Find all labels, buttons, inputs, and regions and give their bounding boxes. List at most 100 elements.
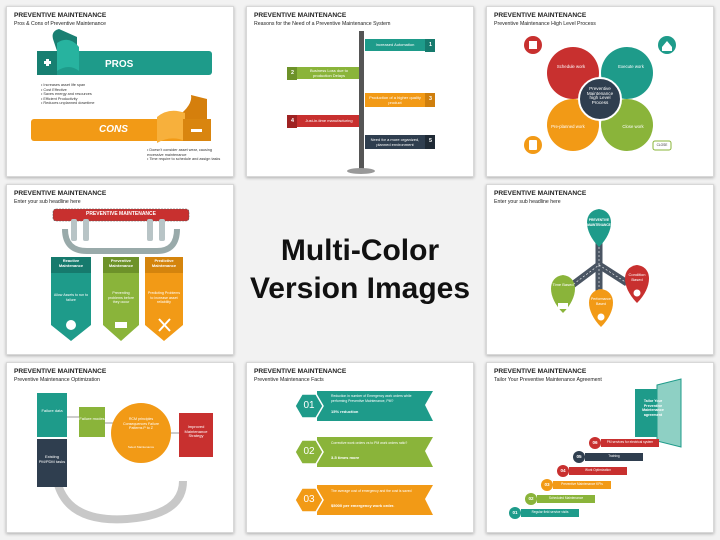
failure-modes: Failure modes bbox=[79, 416, 105, 421]
list-item: Doesn't consider asset wear, causing exc… bbox=[147, 148, 227, 157]
list-item: Saves energy and resources bbox=[41, 92, 94, 97]
fact-1-text: Reduction in number of Emergency work or… bbox=[331, 394, 412, 403]
slide-agreement[interactable]: PREVENTIVE MAINTENANCE Tailor Your Preve… bbox=[486, 362, 714, 533]
card-title-predictive: Predictive Maintenance bbox=[151, 258, 177, 268]
step-label: Training bbox=[608, 454, 620, 458]
slide-process[interactable]: PREVENTIVE MAINTENANCE Preventive Mainte… bbox=[486, 6, 714, 177]
stairs-graphic bbox=[509, 378, 682, 519]
close-badge: CLOSE bbox=[656, 143, 668, 147]
pin-time-based: Time Based bbox=[552, 282, 574, 287]
process-graphic bbox=[524, 36, 676, 154]
list-item: Reduces unplanned downtime bbox=[41, 101, 94, 106]
slide-subtitle: Enter your sub headline here bbox=[14, 199, 81, 205]
slide-subtitle: Pros & Cons of Preventive Maintenance bbox=[14, 21, 106, 27]
fact-3-text: The average cost of emergency and the co… bbox=[331, 489, 412, 493]
fact-2-value: 3-5 times more bbox=[331, 455, 360, 460]
step-number: 06 bbox=[592, 440, 598, 445]
cons-label: CONS bbox=[99, 124, 128, 135]
speed-icon bbox=[597, 313, 605, 321]
step-number: 1 bbox=[429, 42, 432, 48]
slide-optimization[interactable]: PREVENTIVE MAINTENANCE Preventive Mainte… bbox=[6, 362, 234, 533]
pin-condition-based: Condition Based bbox=[628, 272, 646, 282]
reason-2: Business Loss due to production Delays bbox=[309, 68, 349, 78]
process-center: Preventive Maintenance high Level Proces… bbox=[586, 86, 614, 105]
slide-title: PREVENTIVE MAINTENANCE bbox=[254, 12, 347, 19]
pin-top: PREVENTIVE MAINTENANCE bbox=[587, 218, 611, 227]
collage-caption: Multi-Color Version Images bbox=[230, 232, 490, 308]
step-number: 04 bbox=[560, 468, 566, 473]
select-maintenance: Select Maintenance bbox=[127, 445, 155, 449]
fact-number-3: 03 bbox=[303, 494, 315, 505]
step-number: 4 bbox=[291, 118, 294, 124]
slide-facts[interactable]: PREVENTIVE MAINTENANCE Preventive Mainte… bbox=[246, 362, 474, 533]
fact-number-1: 01 bbox=[303, 400, 315, 411]
slide-road[interactable]: PREVENTIVE MAINTENANCE Enter your sub he… bbox=[486, 184, 714, 355]
slide-title: PREVENTIVE MAINTENANCE bbox=[494, 12, 587, 19]
pin-performance-based: Performance Based bbox=[590, 297, 612, 306]
step-label: Scheduled Maintenance bbox=[548, 496, 584, 500]
clock-icon bbox=[558, 303, 568, 309]
slide-title: PREVENTIVE MAINTENANCE bbox=[494, 190, 587, 197]
facts-graphic bbox=[294, 391, 433, 515]
clipboard-icon bbox=[529, 140, 537, 150]
list-item: Cost Effective bbox=[41, 88, 94, 93]
step-number: 3 bbox=[429, 96, 432, 102]
pros-label: PROS bbox=[105, 59, 134, 70]
card-title-preventive: Preventive Maintenance bbox=[108, 258, 134, 268]
step-number: 02 bbox=[528, 496, 534, 501]
fact-2-text: Corrective work orders vs to PM work ord… bbox=[331, 441, 408, 445]
types-graphic bbox=[51, 208, 190, 341]
step-number: 5 bbox=[429, 138, 432, 144]
banner-text: PREVENTIVE MAINTENANCE bbox=[85, 211, 156, 217]
reason-5: Need for a more organized, planned envir… bbox=[370, 137, 420, 147]
reason-4: Just-in-time manufacturing bbox=[305, 118, 353, 123]
gear-icon bbox=[66, 320, 76, 330]
fact-1-value: 15% reduction bbox=[331, 409, 359, 414]
fact-number-2: 02 bbox=[303, 446, 315, 457]
step-number: 05 bbox=[576, 454, 582, 459]
slide-title: PREVENTIVE MAINTENANCE bbox=[14, 190, 107, 197]
step-label: Work Optimization bbox=[585, 468, 611, 472]
signpost-graphic bbox=[287, 31, 435, 174]
home-icon bbox=[662, 41, 672, 51]
slide-pros-cons[interactable]: PREVENTIVE MAINTENANCE Pros & Cons of Pr… bbox=[6, 6, 234, 177]
step-number: 01 bbox=[512, 510, 518, 515]
slide-subtitle: Enter your sub headline here bbox=[494, 199, 561, 205]
reason-1: Increased Automation bbox=[375, 42, 415, 47]
card-title-reactive: Reactive Maintenance bbox=[58, 258, 84, 268]
slide-title: PREVENTIVE MAINTENANCE bbox=[494, 368, 587, 375]
calendar-icon bbox=[529, 41, 537, 49]
step-number: 2 bbox=[291, 70, 294, 76]
step-label: Preventive Maintenance KPIs bbox=[561, 482, 603, 486]
slide-reasons[interactable]: PREVENTIVE MAINTENANCE Reasons for the N… bbox=[246, 6, 474, 177]
tools-icon bbox=[158, 318, 171, 332]
truck-icon bbox=[115, 322, 127, 328]
card-desc-preventive: Preventing problems before they occur bbox=[108, 291, 134, 305]
list-item: Increases asset life span bbox=[41, 83, 94, 88]
improved-strategy: Improved Maintenance Strategy bbox=[184, 424, 208, 439]
pros-list: Increases asset life span Cost Effective… bbox=[41, 83, 94, 106]
slide-subtitle: Preventive Maintenance Facts bbox=[254, 377, 324, 383]
list-item: Time require to schedule and assign task… bbox=[147, 157, 227, 162]
step-label: PM services for electrical system bbox=[606, 440, 654, 444]
slide-subtitle: Preventive Maintenance High Level Proces… bbox=[494, 21, 596, 27]
caption-line-2: Version Images bbox=[249, 272, 471, 305]
pros-cons-graphic bbox=[31, 29, 212, 143]
fact-3-value: $5000 per emergency work order. bbox=[331, 503, 395, 508]
slide-title: PREVENTIVE MAINTENANCE bbox=[14, 12, 107, 19]
caption-line-1: Multi-Color bbox=[280, 234, 440, 267]
list-item: Efficient Productivity bbox=[41, 97, 94, 102]
execute-work: Execute work bbox=[618, 64, 644, 69]
slide-types[interactable]: PREVENTIVE MAINTENANCE Enter your sub he… bbox=[6, 184, 234, 355]
slide-title: PREVENTIVE MAINTENANCE bbox=[14, 368, 107, 375]
pros-bar bbox=[37, 51, 212, 75]
optimization-graphic bbox=[37, 393, 213, 524]
reason-3: Production of a higher quality product bbox=[369, 95, 421, 105]
existing-tasks: Existing PM/PDM tasks bbox=[38, 454, 66, 464]
door-text: Tailor Your Preventive Maintenance agree… bbox=[642, 399, 664, 417]
minus-icon bbox=[191, 129, 202, 132]
rcm-principles: RCM principles Consequences Failure Patt… bbox=[123, 417, 159, 431]
step-label: Regular field service visits bbox=[531, 510, 569, 514]
slide-subtitle: Reasons for the Need of a Preventive Mai… bbox=[254, 21, 391, 27]
wrench-icon bbox=[633, 289, 641, 297]
